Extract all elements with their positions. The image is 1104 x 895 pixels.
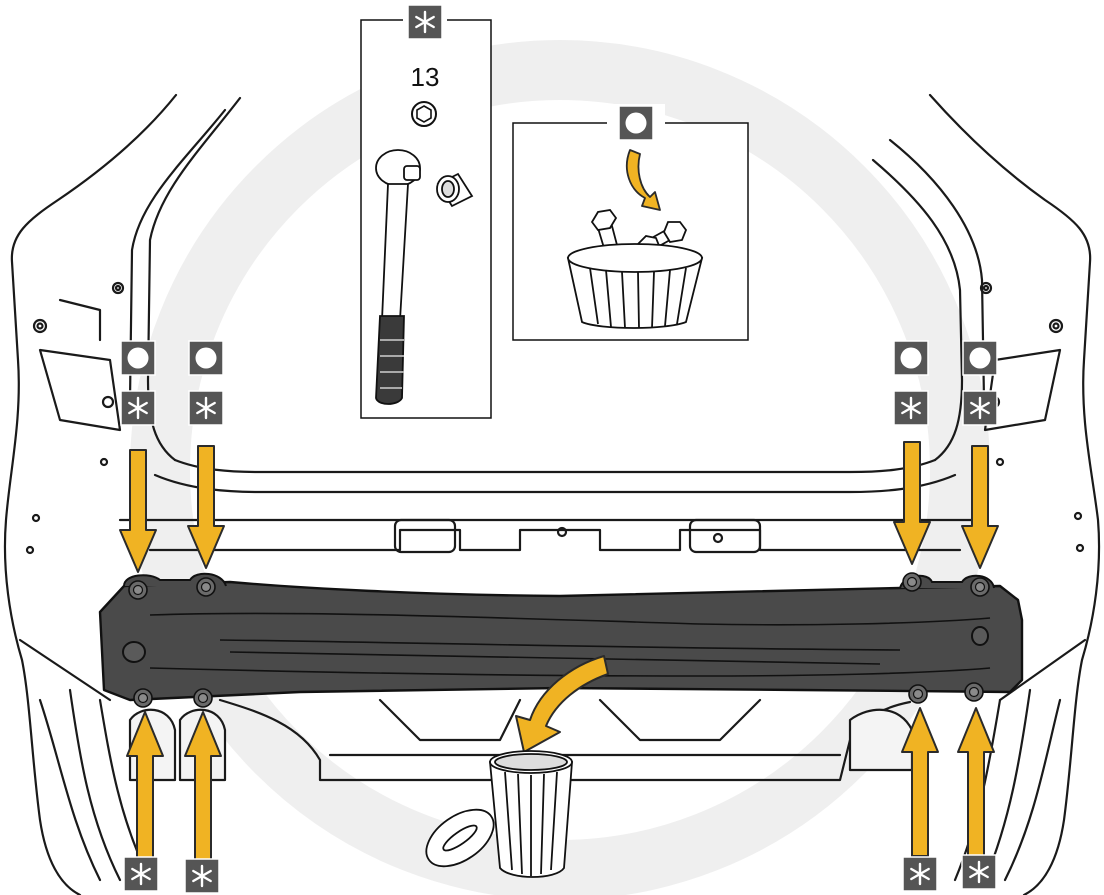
circle-badge-icon [189, 341, 223, 375]
asterisk-badge-icon [185, 859, 219, 893]
asterisk-badge-icon [894, 391, 928, 425]
bolt-icon [134, 689, 152, 707]
circle-badge-icon [963, 341, 997, 375]
hex-nut-icon [412, 102, 436, 126]
discard-hardware-panel [513, 104, 748, 340]
bolt-icon [909, 685, 927, 703]
bolt-icon [971, 578, 989, 596]
bolt-icon [965, 683, 983, 701]
discard-panel-circle-badge-icon [607, 104, 665, 144]
arrow-up-icon [958, 708, 994, 856]
asterisk-badge-icon [121, 391, 155, 425]
asterisk-badge-icon [962, 855, 996, 889]
asterisk-badge-icon [963, 391, 997, 425]
basket-icon [568, 244, 702, 328]
asterisk-badge-icon [903, 857, 937, 891]
tool-panel: 13 [361, 4, 491, 418]
bolt-icon [129, 581, 147, 599]
circle-badge-icon [121, 341, 155, 375]
bolt-icon [194, 689, 212, 707]
circle-badge-icon [894, 341, 928, 375]
bolt-icon [197, 578, 215, 596]
asterisk-badge-icon [189, 391, 223, 425]
socket-size-label: 13 [411, 62, 440, 92]
asterisk-badge-icon [124, 857, 158, 891]
top-arrows [120, 442, 998, 572]
top-fastener-markers [121, 341, 997, 425]
bolt-icon [903, 573, 921, 591]
tool-panel-asterisk-badge-icon [403, 4, 447, 40]
